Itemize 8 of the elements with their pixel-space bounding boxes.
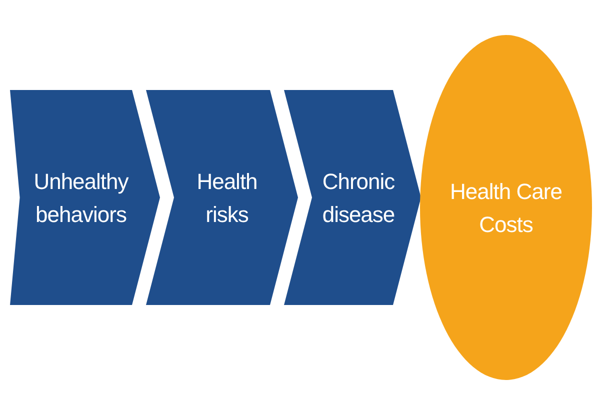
process-step — [10, 90, 160, 305]
step-label: Unhealthy behaviors — [32, 168, 130, 228]
outcome-circle — [420, 35, 592, 380]
step-label: Health Care Costs — [449, 178, 563, 238]
process-step — [146, 90, 298, 305]
step-label: Chronic disease — [321, 168, 396, 228]
step-label: Health risks — [196, 168, 258, 228]
process-step — [284, 90, 421, 305]
